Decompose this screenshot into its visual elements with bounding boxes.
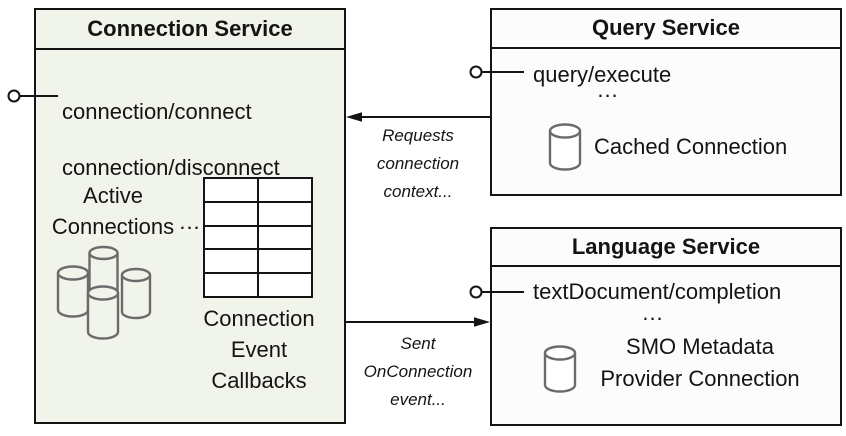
lollipop-circle-query-icon: [469, 65, 483, 79]
query-ellipsis: ...: [597, 77, 619, 102]
language-service-title: Language Service: [492, 229, 840, 267]
table-cell: [205, 250, 257, 273]
table-cell: [259, 226, 311, 249]
endpoints-ellipsis: ...: [179, 209, 201, 234]
active-connections-label: Active Connections: [51, 183, 175, 239]
table-cell: [259, 179, 311, 201]
language-service-box: Language Service textDocument/completion…: [490, 227, 842, 426]
table-cell: [205, 274, 257, 296]
table-cell: [259, 202, 311, 225]
lollipop-circle-language-icon: [469, 285, 483, 299]
database-icon: [548, 123, 582, 171]
connection-service-box: Connection Service connection/connect co…: [34, 8, 346, 424]
requests-connection-context-note: Requests connection context...: [376, 126, 460, 201]
table-cell: [259, 274, 311, 296]
endpoint-disconnect: connection/disconnect: [62, 155, 280, 180]
table-cell: [205, 202, 257, 225]
endpoint-connect: connection/connect: [62, 99, 252, 124]
callbacks-label: Connection Event Callbacks: [203, 306, 315, 393]
database-cluster-icon: [56, 245, 152, 340]
arrowhead-left-icon: [346, 112, 362, 122]
cached-connection-label: Cached Connection: [594, 134, 788, 159]
connection-endpoints: connection/connect connection/disconnect…: [62, 70, 318, 262]
database-icon: [543, 345, 577, 393]
smo-metadata-connection-label: SMO Metadata Provider Connection: [600, 334, 800, 391]
language-ellipsis: ...: [642, 300, 664, 325]
endpoint-textdocument-completion: textDocument/completion: [533, 279, 782, 304]
query-service-box: Query Service query/execute ... Cached C…: [490, 8, 842, 196]
query-service-title: Query Service: [492, 10, 840, 49]
table-cell: [205, 226, 257, 249]
lollipop-circle-connection-icon: [7, 89, 21, 103]
table-cell: [259, 250, 311, 273]
arrowhead-right-icon: [474, 317, 490, 327]
sent-onconnection-event-note: Sent OnConnection event...: [363, 334, 473, 409]
table-cell: [205, 179, 257, 201]
callback-table: [203, 177, 313, 298]
endpoint-query-execute: query/execute: [533, 62, 672, 87]
connection-service-title: Connection Service: [36, 10, 344, 50]
